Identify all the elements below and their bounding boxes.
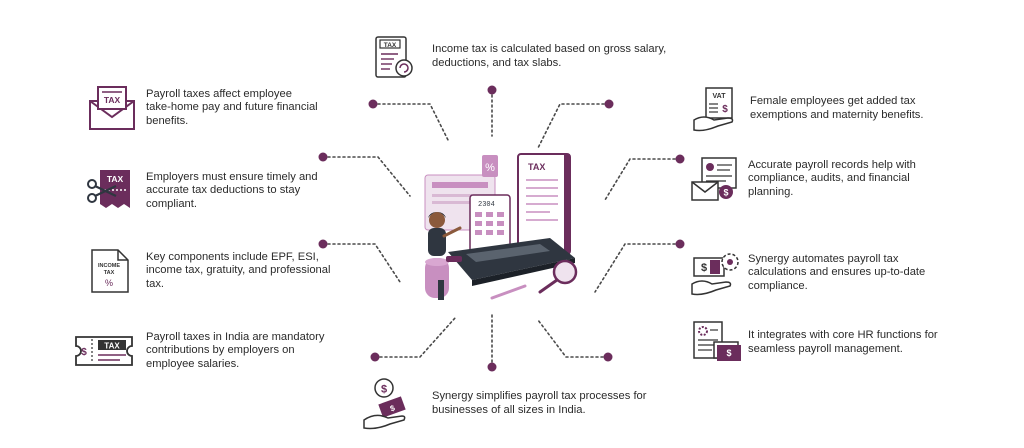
payroll-records-icon: $	[690, 156, 742, 202]
info-text: Income tax is calculated based on gross …	[432, 43, 667, 69]
svg-text:INCOME: INCOME	[98, 263, 120, 269]
info-item-key-components: INCOME TAX % Key components include EPF,…	[86, 248, 336, 294]
income-tax-document-icon: INCOME TAX %	[86, 248, 138, 294]
info-item-synergy-simplifies: $ $ Synergy simplifies payroll tax proce…	[362, 376, 664, 432]
tax-scissors-icon: TAX	[86, 168, 138, 214]
info-item-employers-deductions: TAX Employers must ensure timely and acc…	[86, 168, 322, 214]
svg-text:$: $	[722, 104, 728, 115]
tax-document-icon: TAX	[368, 34, 420, 80]
info-item-female-exemptions: VAT $ Female employees get added tax exe…	[692, 86, 950, 132]
hero-calc-display: 2304	[478, 201, 495, 209]
money-hand-icon: $ $	[362, 376, 414, 432]
info-text: Synergy automates payroll tax calculatio…	[748, 252, 926, 292]
svg-text:$: $	[381, 384, 387, 396]
svg-text:TAX: TAX	[104, 270, 115, 276]
tax-envelope-icon: TAX	[86, 85, 138, 131]
info-text: Accurate payroll records help with compl…	[748, 158, 916, 198]
svg-text:TAX: TAX	[104, 342, 120, 351]
hero-tax-label: TAX	[528, 162, 545, 172]
vat-hand-icon: VAT $	[692, 86, 744, 132]
info-text: It integrates with core HR functions for…	[748, 329, 938, 355]
svg-text:TAX: TAX	[107, 174, 124, 184]
svg-text:$: $	[81, 347, 87, 358]
automation-money-icon: $	[690, 250, 742, 296]
info-text: Payroll taxes affect employee take-home …	[146, 87, 318, 127]
info-item-income-tax: TAX Income tax is calculated based on gr…	[368, 34, 684, 80]
hr-integration-icon: $	[690, 320, 742, 366]
info-item-hr-integration: $ It integrates with core HR functions f…	[690, 320, 958, 366]
info-text: Key components include EPF, ESI, income …	[146, 250, 331, 290]
svg-text:$: $	[389, 403, 397, 413]
info-text: Payroll taxes in India are mandatory con…	[146, 330, 325, 370]
info-text: Female employees get added tax exemption…	[750, 95, 924, 121]
laptop-tax-illustration: % TAX 2304	[424, 153, 578, 300]
tax-ticket-icon: $ TAX	[74, 328, 134, 374]
info-item-mandatory-contributions: $ TAX Payroll taxes in India are mandato…	[74, 328, 330, 374]
info-text: Employers must ensure timely and accurat…	[146, 170, 318, 210]
info-text: Synergy simplifies payroll tax processes…	[432, 390, 647, 416]
svg-text:TAX: TAX	[104, 95, 121, 105]
info-item-payroll-taxes-pay: TAX Payroll taxes affect employee take-h…	[86, 85, 318, 131]
svg-text:$: $	[701, 262, 707, 274]
svg-text:%: %	[105, 278, 113, 288]
svg-text:TAX: TAX	[384, 42, 397, 49]
svg-text:$: $	[723, 188, 728, 198]
svg-text:VAT: VAT	[713, 93, 727, 100]
info-item-accurate-records: $ Accurate payroll records help with com…	[690, 156, 954, 202]
svg-text:$: $	[726, 348, 731, 358]
info-item-synergy-automates: $ Synergy automates payroll tax calculat…	[690, 250, 948, 296]
svg-text:%: %	[485, 162, 495, 174]
